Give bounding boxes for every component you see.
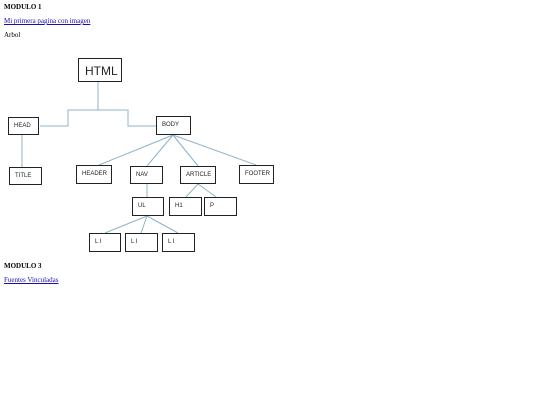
connector-ul-li3 <box>146 215 179 234</box>
modulo3-link[interactable]: Fuentes Vinculadas <box>4 276 59 284</box>
node-html: HTML <box>78 58 122 82</box>
connector-ul-li1 <box>104 215 148 234</box>
modulo1-link[interactable]: Mi primera pagina con imagen <box>4 17 91 25</box>
modulo1-heading: MODULO 1 <box>4 3 42 11</box>
node-p: P <box>204 197 237 216</box>
connector-body-footer <box>172 134 257 166</box>
node-footer: FOOTER <box>239 165 274 184</box>
node-ul: UL <box>132 197 164 216</box>
node-li-3: L I <box>162 233 195 252</box>
arbol-label: Arbol <box>4 31 21 39</box>
node-h1: H1 <box>169 197 202 216</box>
node-li-2: L I <box>125 233 158 252</box>
connector-body-header <box>98 134 174 166</box>
connector-html-body <box>98 109 156 127</box>
node-body: BODY <box>156 116 191 135</box>
connector-body-nav <box>146 134 174 167</box>
connector-article-p <box>197 183 217 198</box>
node-header: HEADER <box>76 165 112 184</box>
connector-body-article <box>172 134 199 167</box>
connector-ul-li2 <box>140 215 148 234</box>
modulo3-heading: MODULO 3 <box>4 262 42 270</box>
node-nav: NAV <box>130 166 163 184</box>
node-title: TITLE <box>9 167 42 185</box>
node-article: ARTICLE <box>180 166 216 184</box>
connector-html-head <box>40 82 99 127</box>
connector-article-h1 <box>185 183 199 198</box>
node-li-1: L I <box>89 233 121 252</box>
node-head: HEAD <box>8 117 39 135</box>
